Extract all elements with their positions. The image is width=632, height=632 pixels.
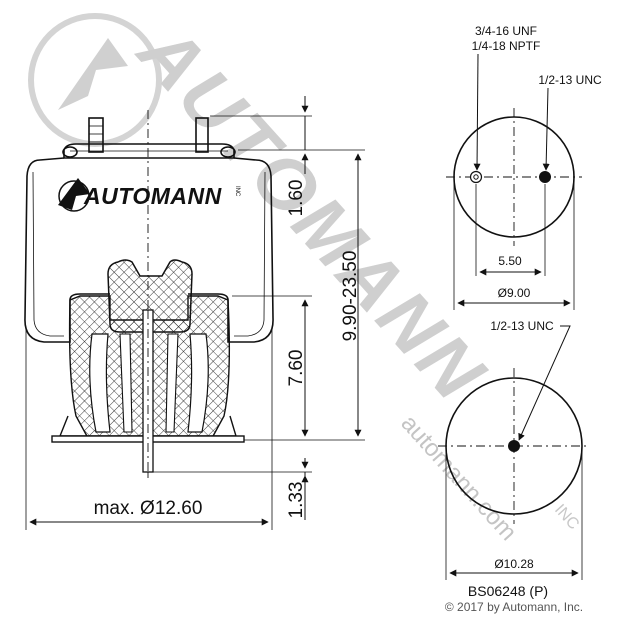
top-stud-left bbox=[88, 117, 104, 153]
air-port-icon bbox=[469, 170, 483, 184]
bellows bbox=[24, 159, 110, 343]
side-view: AUTOMANN INC bbox=[24, 110, 274, 478]
mounting-stud-icon bbox=[539, 171, 551, 183]
watermark-brand-suffix: INC bbox=[551, 501, 582, 533]
bottom-stud-icon bbox=[508, 440, 520, 452]
top-stud-right bbox=[195, 117, 209, 153]
bottom-diameter: Ø10.28 bbox=[494, 557, 534, 571]
dim-upper-height: 1.60 bbox=[286, 180, 307, 217]
dim-piston-height: 7.60 bbox=[286, 350, 307, 387]
brand-label-text: AUTOMANN bbox=[83, 183, 222, 209]
bottom-callout: 1/2-13 UNC bbox=[490, 319, 554, 333]
top-view: 3/4-16 UNF 1/4-18 NPTF 1/2-13 UNC 5.50 Ø… bbox=[446, 24, 602, 310]
watermark-url-text: automann.com bbox=[396, 410, 522, 546]
brand-logo-icon bbox=[58, 178, 90, 210]
top-diameter: Ø9.00 bbox=[498, 286, 531, 300]
bumper bbox=[107, 259, 193, 333]
top-callout-line-2: 1/4-18 NPTF bbox=[472, 39, 541, 53]
side-dimensions: 1.60 7.60 1.33 9.90-23.50 max. Ø12.60 bbox=[25, 96, 365, 530]
dim-total-height: 9.90-23.50 bbox=[340, 251, 361, 342]
dim-max-diameter: max. Ø12.60 bbox=[94, 498, 203, 519]
copyright-text: © 2017 by Automann, Inc. bbox=[445, 600, 583, 614]
top-spacing: 5.50 bbox=[498, 254, 522, 268]
top-callout-right: 1/2-13 UNC bbox=[538, 73, 602, 87]
part-number: BS06248 (P) bbox=[468, 583, 548, 599]
bellows-brand-label: AUTOMANN INC bbox=[58, 178, 240, 212]
brand-label-suffix: INC bbox=[234, 186, 240, 197]
bottom-view: 1/2-13 UNC Ø10.28 bbox=[438, 319, 590, 580]
top-callout-line-1: 3/4-16 UNF bbox=[475, 24, 537, 38]
dim-lower-height: 1.33 bbox=[286, 482, 307, 519]
